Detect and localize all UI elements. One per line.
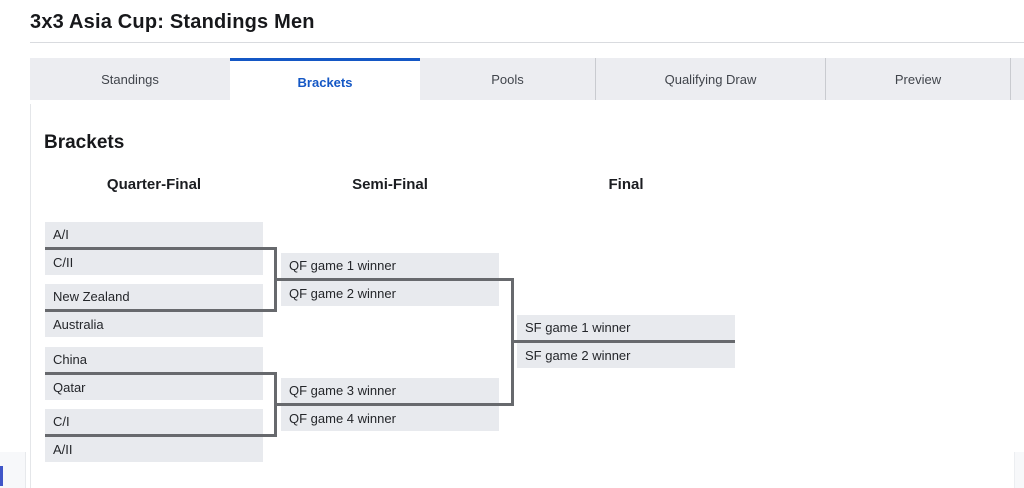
round-header-final: Final: [608, 176, 644, 193]
section-heading: Brackets: [44, 132, 125, 153]
bracket-slot-qf-1: A/I: [45, 222, 263, 247]
bracket-slot-final-2: SF game 2 winner: [517, 343, 735, 368]
tab-bar-filler: [1010, 58, 1024, 100]
title-divider: [30, 42, 1024, 43]
bracket-slot-sf-2: QF game 2 winner: [281, 281, 499, 306]
tab-bar: Standings Brackets Pools Qualifying Draw…: [30, 58, 1024, 104]
panel-left-border: [30, 104, 31, 488]
bracket-slot-qf-7: C/I: [45, 409, 263, 434]
tab-pools[interactable]: Pools: [420, 58, 595, 100]
bracket-slot-qf-2: C/II: [45, 250, 263, 275]
bracket-connector-line: [511, 340, 735, 343]
tab-standings[interactable]: Standings: [30, 58, 230, 100]
round-header-quarter-final: Quarter-Final: [106, 176, 202, 193]
bracket-connector-line: [274, 403, 514, 406]
bracket-slot-qf-8: A/II: [45, 437, 263, 462]
bracket-connector-line: [45, 434, 277, 437]
tab-qualifying-draw[interactable]: Qualifying Draw: [595, 58, 825, 100]
bracket-connector-line: [45, 309, 277, 312]
tab-brackets[interactable]: Brackets: [230, 58, 420, 104]
bracket-slot-qf-3: New Zealand: [45, 284, 263, 309]
bracket-connector-line: [274, 278, 514, 281]
bracket-connector-line: [45, 247, 277, 250]
bracket-slot-qf-5: China: [45, 347, 263, 372]
bracket-slot-qf-4: Australia: [45, 312, 263, 337]
bracket-slot-final-1: SF game 1 winner: [517, 315, 735, 340]
viewport-edge-left-strip: [0, 452, 26, 488]
bracket-slot-qf-6: Qatar: [45, 375, 263, 400]
round-header-semi-final: Semi-Final: [352, 176, 428, 193]
bracket-slot-sf-1: QF game 1 winner: [281, 253, 499, 278]
viewport-edge-blue-sliver: [0, 466, 3, 486]
bracket-connector-line: [45, 372, 277, 375]
bracket-slot-sf-4: QF game 4 winner: [281, 406, 499, 431]
viewport-edge-right-strip: [1014, 452, 1024, 488]
page-title: 3x3 Asia Cup: Standings Men: [30, 11, 315, 33]
bracket-slot-sf-3: QF game 3 winner: [281, 378, 499, 403]
tab-preview[interactable]: Preview: [825, 58, 1010, 100]
